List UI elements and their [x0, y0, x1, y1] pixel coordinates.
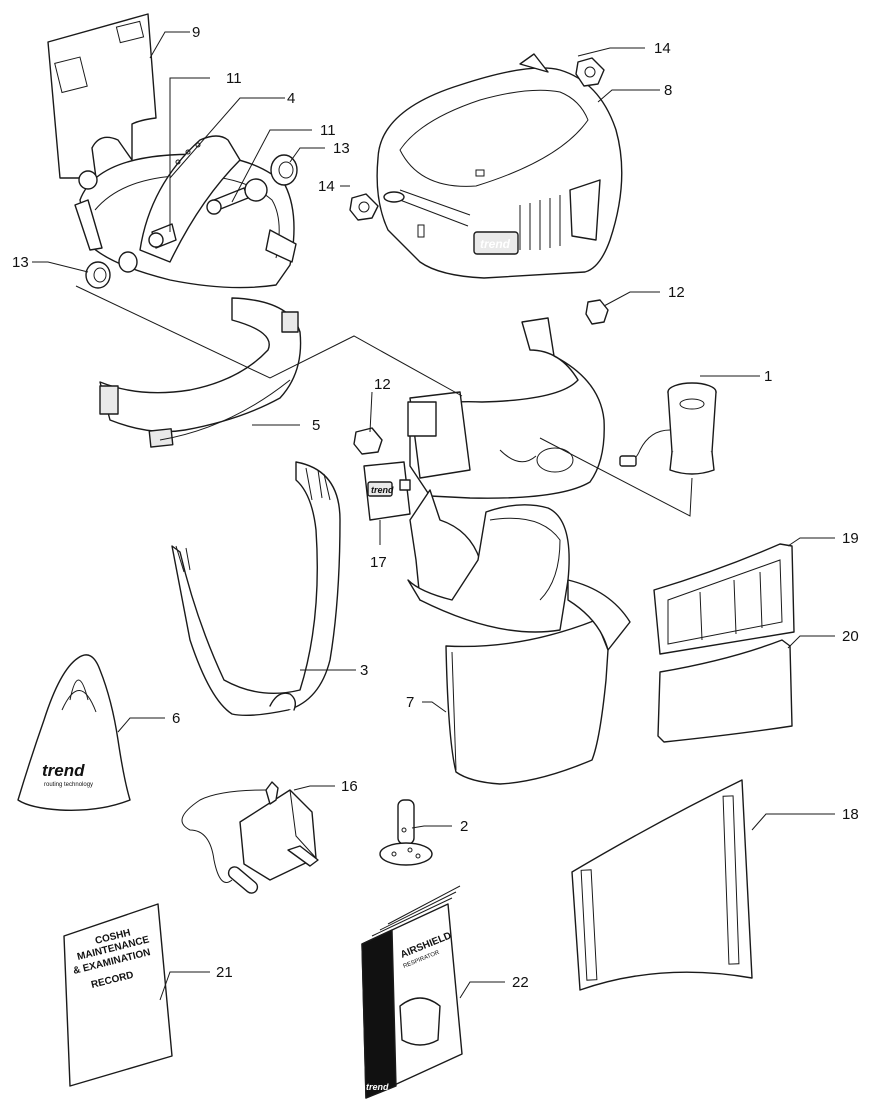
part-12-knob-left	[353, 427, 383, 455]
part-7-face-visor	[445, 579, 631, 785]
callout-16: 16	[341, 778, 358, 795]
callout-6: 6	[172, 710, 180, 727]
part-5-sweatband	[99, 297, 302, 448]
callout-19: 19	[842, 530, 859, 547]
part-12-knob-right	[585, 299, 609, 325]
part-11-screw-lower	[206, 178, 268, 215]
callout-4: 4	[287, 90, 295, 107]
part-17-battery-pack: trend	[363, 461, 411, 521]
callout-7: 7	[406, 694, 414, 711]
bag-tagline: routing technology	[44, 782, 93, 788]
part-14-knob-left	[349, 191, 405, 221]
callout-5: 5	[312, 417, 320, 434]
part-14-knob-top	[575, 57, 605, 87]
leader-lines	[32, 31, 835, 1001]
cover-trend-logo: trend	[480, 237, 511, 251]
callout-13-left: 13	[12, 254, 29, 271]
callout-2: 2	[460, 818, 468, 835]
callout-8: 8	[664, 82, 672, 99]
part-1-fan-unit	[619, 382, 717, 475]
callout-3: 3	[360, 662, 368, 679]
part-3-visor-seal	[171, 461, 341, 717]
callout-18: 18	[842, 806, 859, 823]
part-16-charger	[181, 781, 319, 894]
battery-trend-logo: trend	[371, 485, 394, 495]
callout-11-lower: 11	[320, 122, 336, 139]
part-2-adapter	[379, 799, 433, 866]
part-20-filter-pad	[657, 639, 793, 743]
part-6-storage-bag: trend routing technology	[17, 654, 131, 811]
bag-trend-logo: trend	[42, 761, 85, 780]
callout-13-right: 13	[333, 140, 350, 157]
part-22-manual: AIRSHIELD RESPIRATOR trend	[361, 885, 463, 1099]
main-frame	[407, 317, 605, 633]
manual-trend-logo: trend	[366, 1082, 389, 1092]
callout-22: 22	[512, 974, 529, 991]
callout-labels: 9 11 4 11 13 13 5 14 8 14 12 12 1 17 3 1…	[12, 24, 859, 991]
part-18-overlay-sheet	[571, 779, 753, 991]
callout-17: 17	[370, 554, 387, 571]
callout-12-left: 12	[374, 376, 391, 393]
part-19-filter-frame	[653, 543, 795, 655]
callout-12-right: 12	[668, 284, 685, 301]
part-11-screw-upper	[148, 223, 177, 249]
part-13-knob-right	[270, 154, 298, 186]
part-21-coshh-record: COSHH MAINTENANCE & EXAMINATION RECORD	[63, 903, 173, 1087]
callout-11-upper: 11	[226, 70, 242, 87]
callout-14-left: 14	[318, 178, 335, 195]
assembly-lines	[75, 285, 693, 517]
part-13-knob-left	[85, 251, 138, 289]
part-4-headgear	[74, 135, 297, 289]
callout-14-top: 14	[654, 40, 671, 57]
part-8-helmet-cover: trend	[376, 53, 623, 279]
callout-20: 20	[842, 628, 859, 645]
callout-1: 1	[764, 368, 772, 385]
callout-21: 21	[216, 964, 233, 981]
callout-9: 9	[192, 24, 200, 41]
part-9-label-sheet	[47, 13, 157, 179]
